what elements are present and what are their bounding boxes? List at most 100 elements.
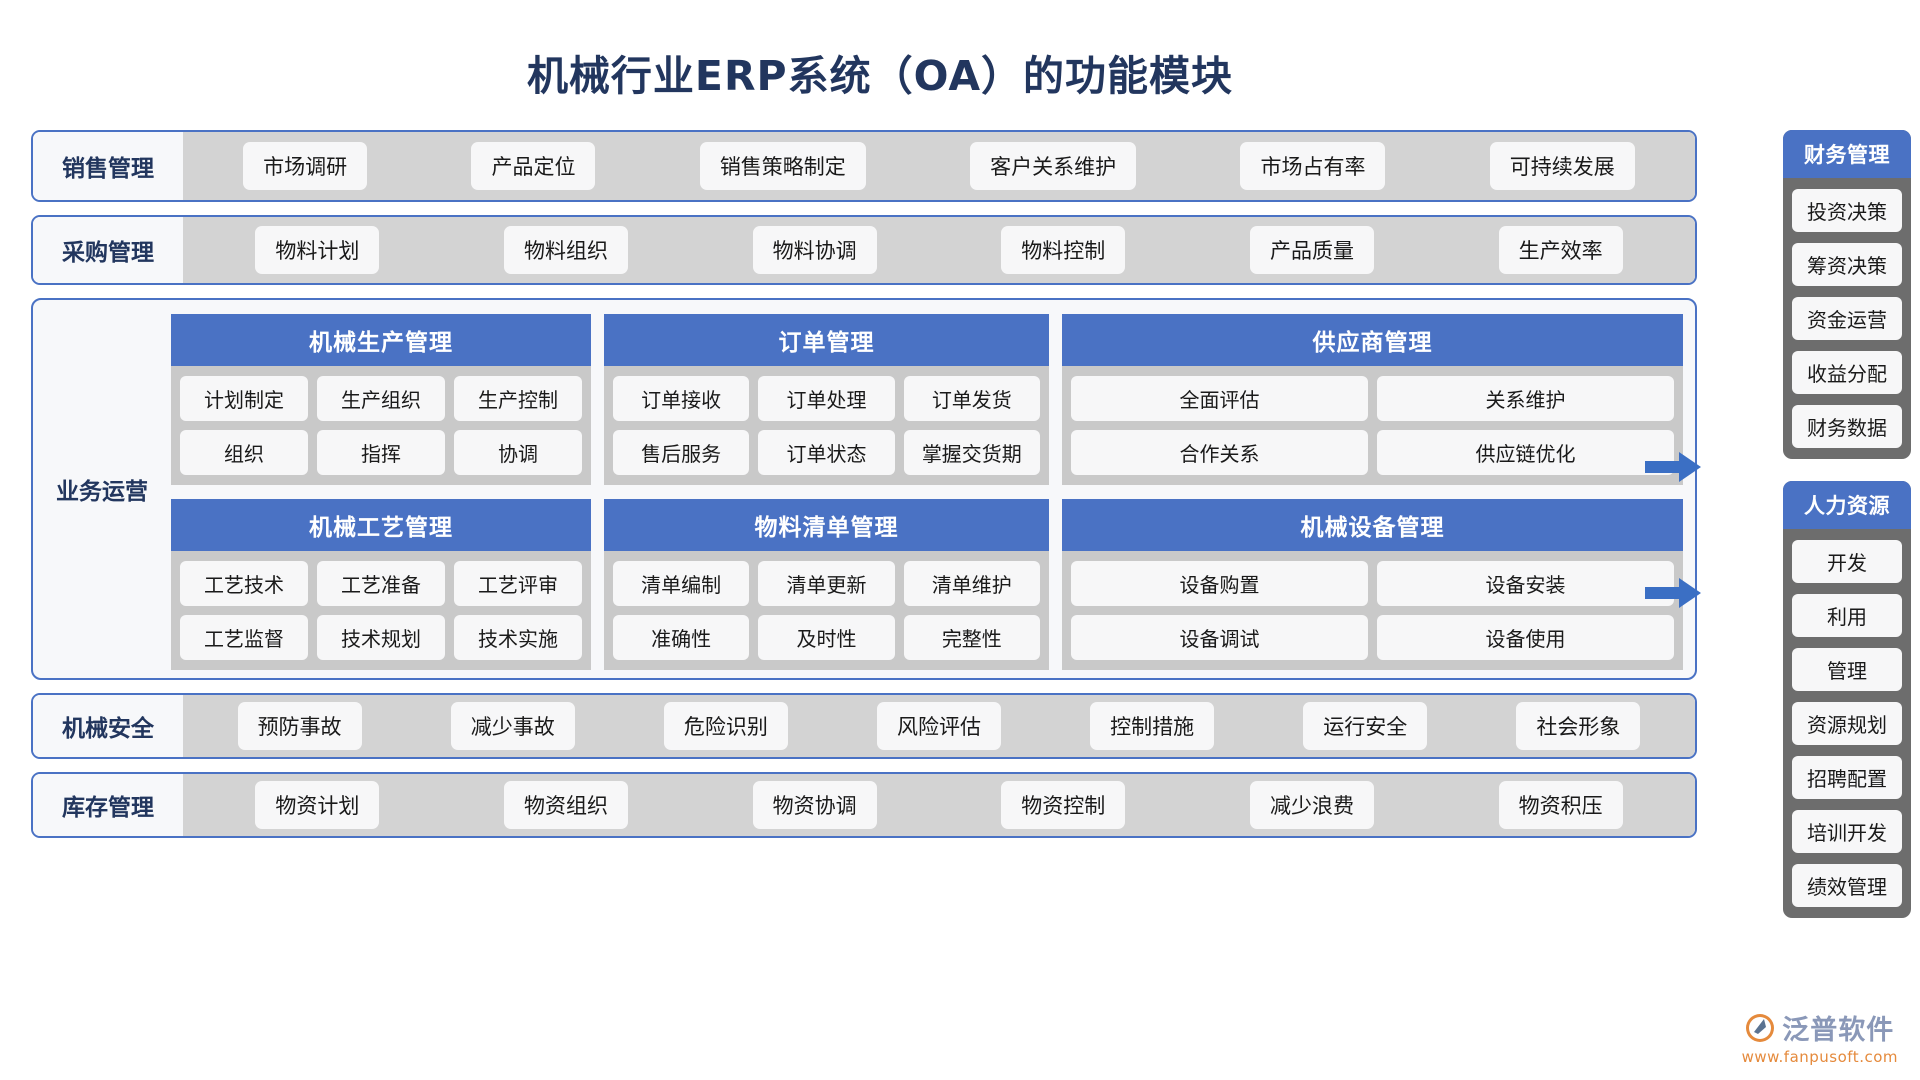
ops-grid: 机械生产管理 计划制定 生产组织 生产控制 组织 指挥 协调 xyxy=(171,314,1683,670)
card-row: 准确性 及时性 完整性 xyxy=(613,615,1040,660)
sidebar-item-hr-2[interactable]: 管理 xyxy=(1792,648,1902,691)
band-body-purchase: 物料计划 物料组织 物料协调 物料控制 产品质量 生产效率 xyxy=(183,217,1695,283)
sidebar-item-hr-3[interactable]: 资源规划 xyxy=(1792,702,1902,745)
ops-section: 业务运营 机械生产管理 计划制定 生产组织 生产控制 组织 指挥 协调 xyxy=(31,298,1697,680)
chip-equipment-1-0[interactable]: 设备调试 xyxy=(1071,615,1368,660)
chip-process-1-1[interactable]: 技术规划 xyxy=(317,615,445,660)
chip-safety-6[interactable]: 社会形象 xyxy=(1516,702,1641,750)
chip-safety-5[interactable]: 运行安全 xyxy=(1303,702,1428,750)
sidebar-item-hr-6[interactable]: 绩效管理 xyxy=(1792,864,1902,907)
card-supplier: 供应商管理 全面评估 关系维护 合作关系 供应链优化 xyxy=(1062,314,1683,485)
card-body-order: 订单接收 订单处理 订单发货 售后服务 订单状态 掌握交货期 xyxy=(604,366,1049,485)
card-row: 全面评估 关系维护 xyxy=(1071,376,1674,421)
chip-inventory-1[interactable]: 物资组织 xyxy=(503,781,628,829)
sidebar-item-hr-4[interactable]: 招聘配置 xyxy=(1792,756,1902,799)
card-body-process: 工艺技术 工艺准备 工艺评审 工艺监督 技术规划 技术实施 xyxy=(171,551,591,670)
chip-safety-1[interactable]: 减少事故 xyxy=(450,702,575,750)
chip-process-0-1[interactable]: 工艺准备 xyxy=(317,561,445,606)
chip-safety-0[interactable]: 预防事故 xyxy=(237,702,362,750)
band-label-safety: 机械安全 xyxy=(33,695,183,757)
chip-order-1-1[interactable]: 订单状态 xyxy=(758,430,895,475)
chip-process-1-2[interactable]: 技术实施 xyxy=(454,615,582,660)
chip-sales-4[interactable]: 市场占有率 xyxy=(1240,142,1386,190)
chip-sales-2[interactable]: 销售策略制定 xyxy=(699,142,866,190)
card-body-supplier: 全面评估 关系维护 合作关系 供应链优化 xyxy=(1062,366,1683,485)
band-purchase: 采购管理 物料计划 物料组织 物料协调 物料控制 产品质量 生产效率 xyxy=(31,215,1697,285)
band-inventory: 库存管理 物资计划 物资组织 物资协调 物资控制 减少浪费 物资积压 xyxy=(31,772,1697,838)
chip-production-0-2[interactable]: 生产控制 xyxy=(454,376,582,421)
sidebar-item-finance-2[interactable]: 资金运营 xyxy=(1792,297,1902,340)
page-title: 机械行业ERP系统（OA）的功能模块 xyxy=(526,52,1234,100)
chip-order-1-0[interactable]: 售后服务 xyxy=(613,430,750,475)
card-title-supplier: 供应商管理 xyxy=(1062,314,1683,366)
logo-url: www.fanpusoft.com xyxy=(1741,1048,1898,1066)
chip-sales-3[interactable]: 客户关系维护 xyxy=(970,142,1137,190)
sidebar-item-finance-0[interactable]: 投资决策 xyxy=(1792,189,1902,232)
chip-purchase-2[interactable]: 物料协调 xyxy=(752,226,877,274)
sidebar-item-finance-3[interactable]: 收益分配 xyxy=(1792,351,1902,394)
chip-equipment-0-1[interactable]: 设备安装 xyxy=(1377,561,1674,606)
chip-safety-3[interactable]: 风险评估 xyxy=(876,702,1001,750)
right-sidebar: 财务管理 投资决策 筹资决策 资金运营 收益分配 财务数据 人力资源 开发 利用… xyxy=(1783,130,1911,940)
chip-inventory-4[interactable]: 减少浪费 xyxy=(1249,781,1374,829)
sidebar-item-finance-1[interactable]: 筹资决策 xyxy=(1792,243,1902,286)
ops-label: 业务运营 xyxy=(56,479,148,505)
chip-purchase-5[interactable]: 生产效率 xyxy=(1498,226,1623,274)
chip-purchase-3[interactable]: 物料控制 xyxy=(1001,226,1126,274)
chip-bom-1-1[interactable]: 及时性 xyxy=(758,615,895,660)
chip-sales-5[interactable]: 可持续发展 xyxy=(1489,142,1635,190)
sidebar-group-finance: 财务管理 投资决策 筹资决策 资金运营 收益分配 财务数据 xyxy=(1783,130,1911,459)
chip-supplier-0-1[interactable]: 关系维护 xyxy=(1377,376,1674,421)
chip-process-0-2[interactable]: 工艺评审 xyxy=(454,561,582,606)
chip-order-0-0[interactable]: 订单接收 xyxy=(613,376,750,421)
chip-purchase-4[interactable]: 产品质量 xyxy=(1249,226,1374,274)
chip-bom-0-0[interactable]: 清单编制 xyxy=(613,561,750,606)
card-order: 订单管理 订单接收 订单处理 订单发货 售后服务 订单状态 掌握交货期 xyxy=(604,314,1049,485)
chip-bom-1-2[interactable]: 完整性 xyxy=(903,615,1040,660)
chip-production-0-1[interactable]: 生产组织 xyxy=(317,376,445,421)
sidebar-item-finance-4[interactable]: 财务数据 xyxy=(1792,405,1902,448)
chip-order-0-2[interactable]: 订单发货 xyxy=(903,376,1040,421)
chip-purchase-0[interactable]: 物料计划 xyxy=(255,226,380,274)
band-body-inventory: 物资计划 物资组织 物资协调 物资控制 减少浪费 物资积压 xyxy=(183,774,1695,836)
chip-process-0-0[interactable]: 工艺技术 xyxy=(180,561,308,606)
chip-supplier-1-1[interactable]: 供应链优化 xyxy=(1377,430,1674,475)
chip-order-1-2[interactable]: 掌握交货期 xyxy=(903,430,1040,475)
chip-bom-1-0[interactable]: 准确性 xyxy=(613,615,750,660)
chip-inventory-5[interactable]: 物资积压 xyxy=(1498,781,1623,829)
chip-equipment-0-0[interactable]: 设备购置 xyxy=(1071,561,1368,606)
band-sales: 销售管理 市场调研 产品定位 销售策略制定 客户关系维护 市场占有率 可持续发展 xyxy=(31,130,1697,202)
chip-sales-0[interactable]: 市场调研 xyxy=(243,142,368,190)
card-row: 组织 指挥 协调 xyxy=(180,430,582,475)
card-row: 售后服务 订单状态 掌握交货期 xyxy=(613,430,1040,475)
chip-sales-1[interactable]: 产品定位 xyxy=(471,142,596,190)
chip-supplier-0-0[interactable]: 全面评估 xyxy=(1071,376,1368,421)
chip-purchase-1[interactable]: 物料组织 xyxy=(503,226,628,274)
chip-safety-4[interactable]: 控制措施 xyxy=(1090,702,1215,750)
chip-inventory-2[interactable]: 物资协调 xyxy=(752,781,877,829)
chip-inventory-0[interactable]: 物资计划 xyxy=(255,781,380,829)
chip-production-1-1[interactable]: 指挥 xyxy=(317,430,445,475)
card-row: 合作关系 供应链优化 xyxy=(1071,430,1674,475)
chip-process-1-0[interactable]: 工艺监督 xyxy=(180,615,308,660)
chip-safety-2[interactable]: 危险识别 xyxy=(663,702,788,750)
chip-production-1-0[interactable]: 组织 xyxy=(180,430,308,475)
card-title-equipment: 机械设备管理 xyxy=(1062,499,1683,551)
chip-inventory-3[interactable]: 物资控制 xyxy=(1001,781,1126,829)
chip-equipment-1-1[interactable]: 设备使用 xyxy=(1377,615,1674,660)
card-bom: 物料清单管理 清单编制 清单更新 清单维护 准确性 及时性 完整性 xyxy=(604,499,1049,670)
chip-production-1-2[interactable]: 协调 xyxy=(454,430,582,475)
main-column: 销售管理 市场调研 产品定位 销售策略制定 客户关系维护 市场占有率 可持续发展… xyxy=(31,130,1697,851)
sidebar-item-hr-1[interactable]: 利用 xyxy=(1792,594,1902,637)
band-label-inventory: 库存管理 xyxy=(33,774,183,836)
chip-bom-0-2[interactable]: 清单维护 xyxy=(903,561,1040,606)
chip-bom-0-1[interactable]: 清单更新 xyxy=(758,561,895,606)
sidebar-item-hr-5[interactable]: 培训开发 xyxy=(1792,810,1902,853)
sidebar-item-hr-0[interactable]: 开发 xyxy=(1792,540,1902,583)
fanpu-logo-icon xyxy=(1745,1013,1775,1043)
card-row: 工艺监督 技术规划 技术实施 xyxy=(180,615,582,660)
chip-supplier-1-0[interactable]: 合作关系 xyxy=(1071,430,1368,475)
chip-order-0-1[interactable]: 订单处理 xyxy=(758,376,895,421)
chip-production-0-0[interactable]: 计划制定 xyxy=(180,376,308,421)
